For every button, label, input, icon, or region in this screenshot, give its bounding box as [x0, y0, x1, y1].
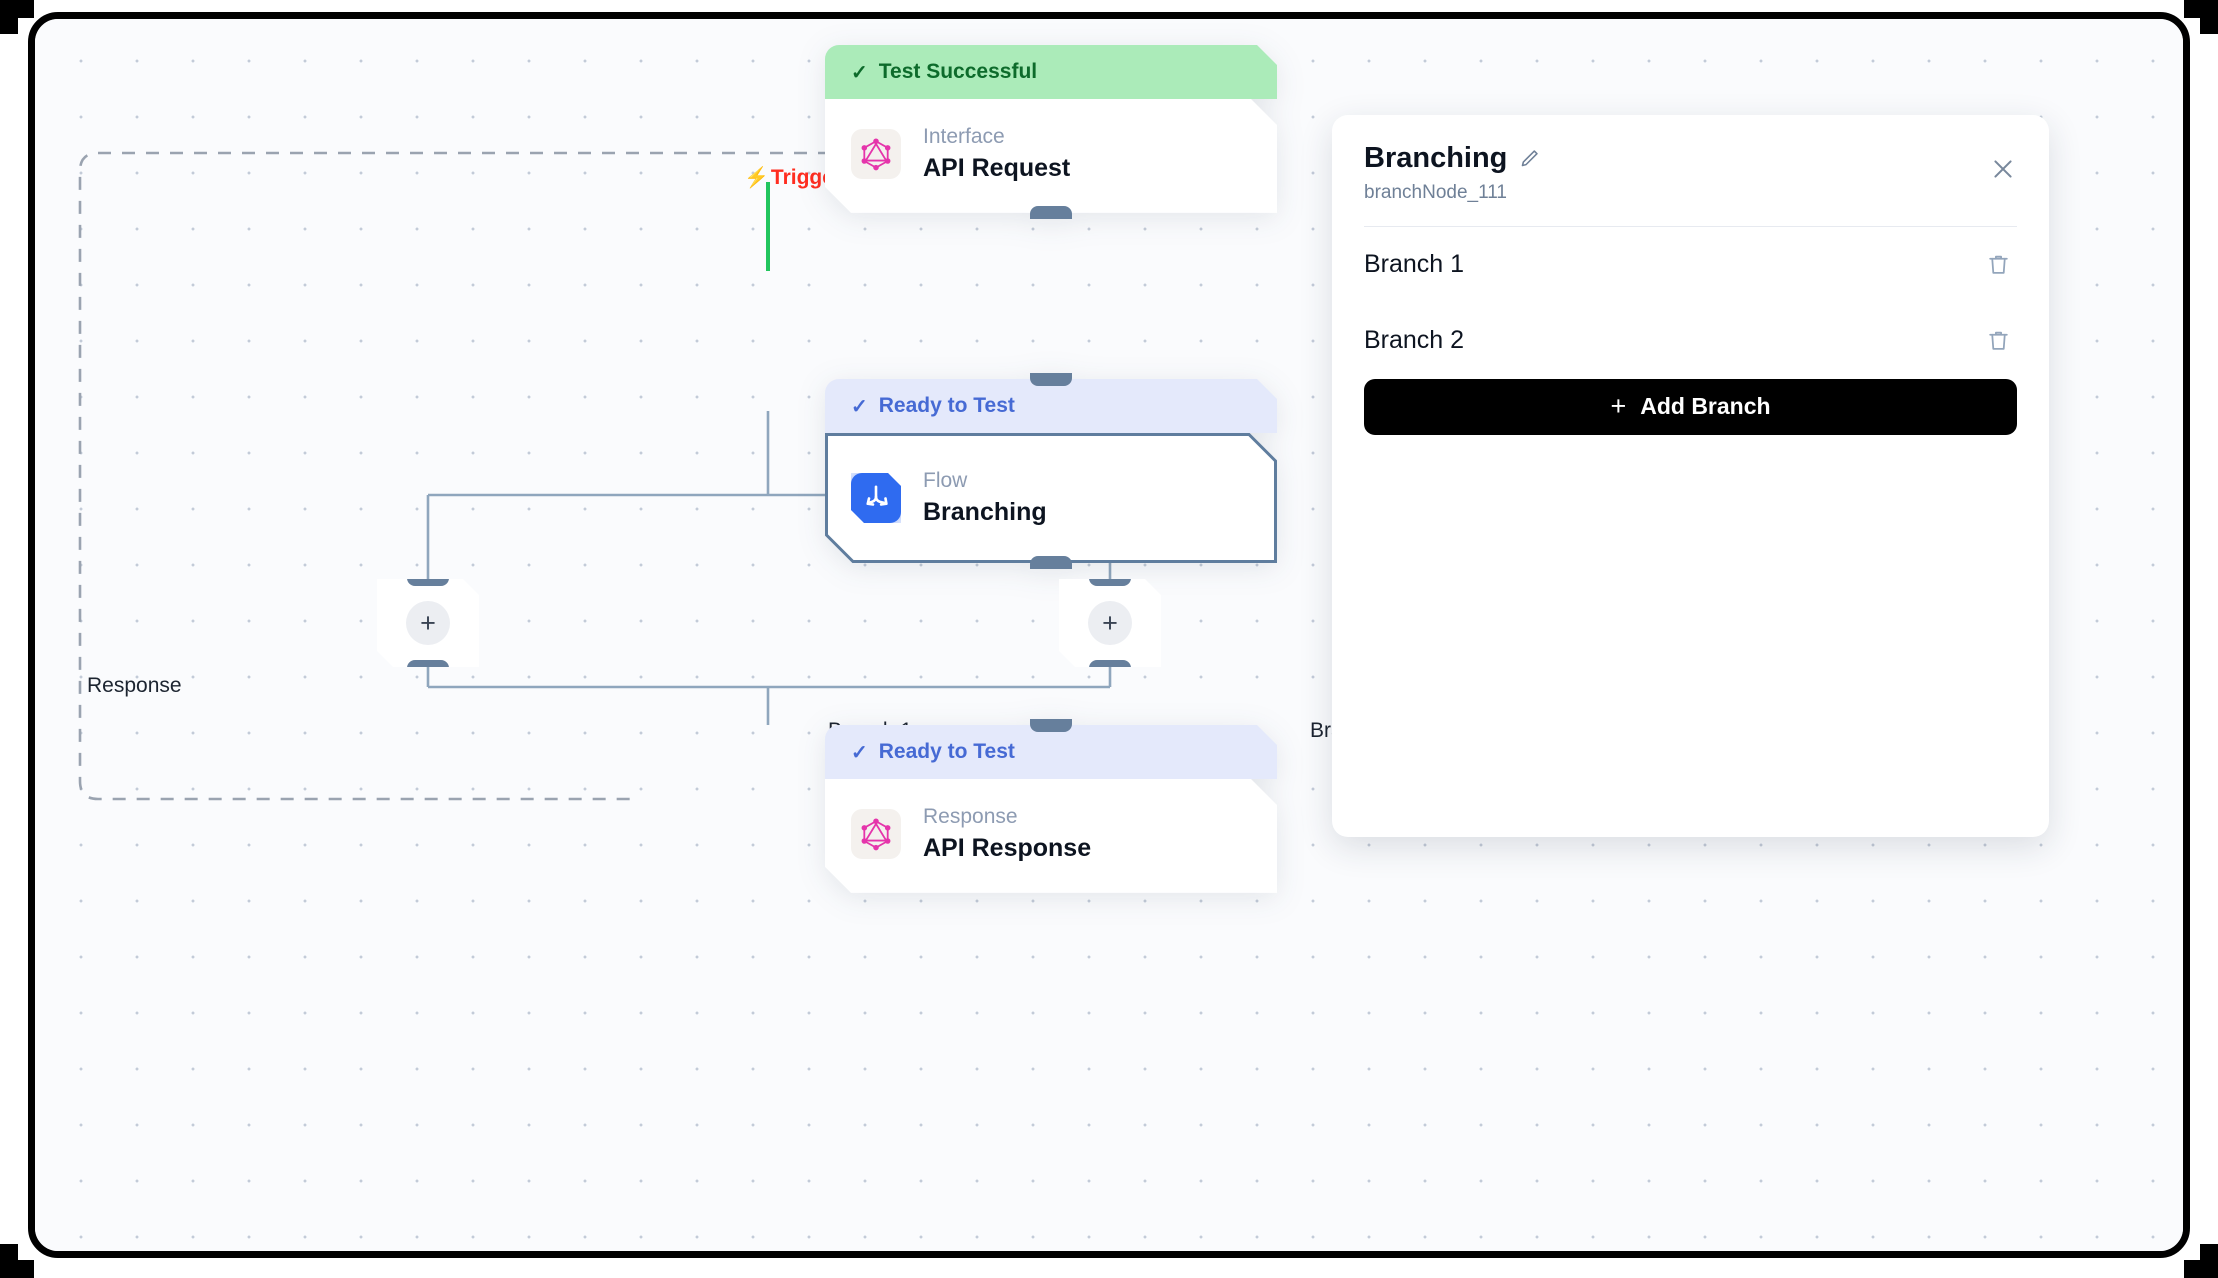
node-body: Flow Branching — [825, 433, 1277, 563]
branch-row[interactable]: Branch 1 — [1364, 227, 2017, 303]
close-icon[interactable] — [1985, 151, 2021, 187]
panel-title: Branching — [1364, 142, 1508, 174]
corner-mark-bottom-right — [2200, 1244, 2218, 1278]
check-icon: ✓ — [851, 741, 868, 764]
check-icon: ✓ — [851, 61, 868, 84]
trigger-label-text: Trigger — [770, 166, 843, 189]
graphql-icon-glyph — [859, 817, 893, 851]
node-kind: Interface — [923, 125, 1005, 148]
node-status-text: Ready to Test — [878, 740, 1015, 763]
workflow-frame: ⚡ Trigger Response Branch 1 Bra ✓ Test S… — [28, 12, 2190, 1258]
corner-mark-top-left — [0, 0, 18, 34]
node-title: API Request — [923, 154, 1071, 183]
node-body: Interface API Request — [825, 99, 1277, 213]
node-output-handle[interactable] — [1030, 205, 1072, 219]
node-status-badge: ✓ Ready to Test — [825, 725, 1277, 779]
panel-divider — [1364, 225, 2017, 227]
node-input-handle[interactable] — [1030, 373, 1072, 386]
add-step-output-handle[interactable] — [1089, 660, 1131, 673]
add-step-input-handle[interactable] — [1089, 573, 1131, 586]
trigger-label: ⚡ Trigger — [744, 166, 842, 190]
corner-mark-bottom-left — [0, 1244, 18, 1278]
pencil-icon[interactable] — [1519, 148, 1540, 169]
add-branch-label: Add Branch — [1640, 393, 1771, 420]
branch-name: Branch 1 — [1364, 250, 1465, 279]
node-title: API Response — [923, 834, 1092, 863]
node-body: Response API Response — [825, 779, 1277, 893]
trash-icon-glyph — [1988, 332, 2008, 351]
graphql-icon-glyph — [859, 137, 893, 171]
graphql-icon — [851, 129, 901, 179]
node-kind: Response — [923, 805, 1018, 828]
plus-icon[interactable]: + — [1088, 601, 1132, 645]
add-step-input-handle[interactable] — [407, 573, 449, 586]
node-status-badge: ✓ Ready to Test — [825, 379, 1277, 433]
node-input-handle[interactable] — [1030, 719, 1072, 732]
node-selection-outline — [825, 433, 1277, 563]
response-label: Response — [87, 674, 182, 697]
branch-row[interactable]: Branch 2 — [1364, 303, 2017, 379]
node-api-request[interactable]: ✓ Test Successful — [825, 45, 1277, 219]
node-status-badge: ✓ Test Successful — [825, 45, 1277, 99]
node-status-text: Test Successful — [878, 60, 1038, 83]
add-step-button-branch-2[interactable]: + — [1059, 579, 1161, 667]
node-output-handle[interactable] — [1030, 556, 1072, 569]
pencil-icon-glyph — [1522, 150, 1539, 167]
add-step-output-handle[interactable] — [407, 660, 449, 673]
panel-header: Branching branchNode_111 — [1364, 141, 2017, 204]
lightning-bolt-icon: ⚡ — [744, 167, 769, 189]
trash-icon-glyph — [1988, 256, 2008, 275]
add-step-button-branch-1[interactable]: + — [377, 579, 479, 667]
trash-icon[interactable] — [1979, 322, 2017, 360]
branch-name: Branch 2 — [1364, 326, 1465, 355]
node-kind: Flow — [923, 469, 968, 493]
graphql-icon — [851, 809, 901, 859]
check-icon: ✓ — [851, 395, 868, 418]
corner-mark-top-right — [2200, 0, 2218, 34]
plus-icon: + — [1610, 391, 1627, 422]
node-api-response[interactable]: ✓ Ready to Test — [825, 719, 1277, 893]
panel-subtitle: branchNode_111 — [1364, 181, 1507, 203]
node-branching[interactable]: ✓ Ready to Test — [825, 373, 1277, 569]
add-branch-button[interactable]: + Add Branch — [1364, 378, 2017, 435]
branching-config-panel: Branching branchNode_111 Branch 1 — [1332, 115, 2049, 837]
branching-icon — [851, 473, 901, 523]
node-status-text: Ready to Test — [878, 394, 1015, 417]
trash-icon[interactable] — [1979, 246, 2017, 284]
branching-icon-glyph — [861, 483, 891, 513]
close-icon-glyph — [1994, 160, 2012, 178]
node-title: Branching — [923, 498, 1047, 527]
plus-icon[interactable]: + — [406, 601, 450, 645]
